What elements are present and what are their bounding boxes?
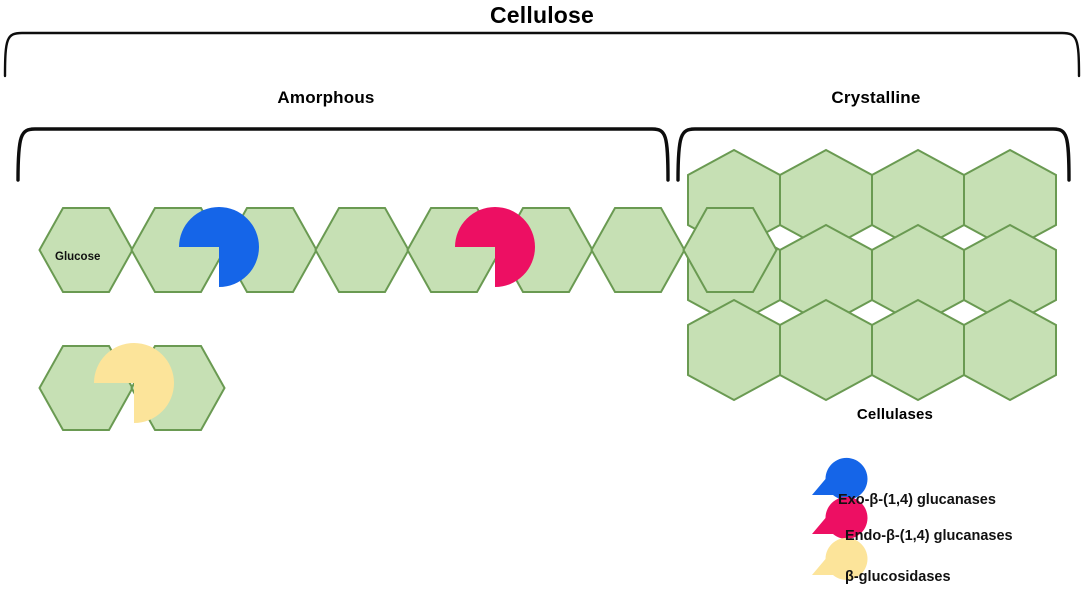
crystalline-hexagon — [687, 299, 781, 401]
amorphous-chain — [38, 207, 778, 293]
glucose-label: Glucose — [55, 251, 101, 263]
region-label-crystalline: Crystalline — [831, 88, 921, 107]
bracket-cellulose — [3, 31, 1081, 78]
bracket-amorphous — [16, 127, 670, 182]
crystalline-hexagon — [779, 299, 873, 401]
bracket-crystalline — [676, 127, 1071, 182]
region-label-amorphous: Amorphous — [277, 88, 375, 107]
legend-label-beta-glucosidases: β-glucosidases — [845, 569, 951, 585]
crystalline-hexagon — [963, 299, 1057, 401]
legend-label-endo-glucanases: Endo-β-(1,4) glucanases — [845, 528, 1013, 544]
crystalline-hexagon — [871, 299, 965, 401]
legend-label-exo-glucanases: Exo-β-(1,4) glucanases — [838, 492, 996, 508]
diagram-title: Cellulose — [489, 2, 595, 28]
glucose-hexagon — [314, 207, 410, 293]
glucose-hexagon — [38, 207, 134, 293]
cellulases-label: Cellulases — [856, 406, 934, 423]
glucose-hexagon — [590, 207, 686, 293]
